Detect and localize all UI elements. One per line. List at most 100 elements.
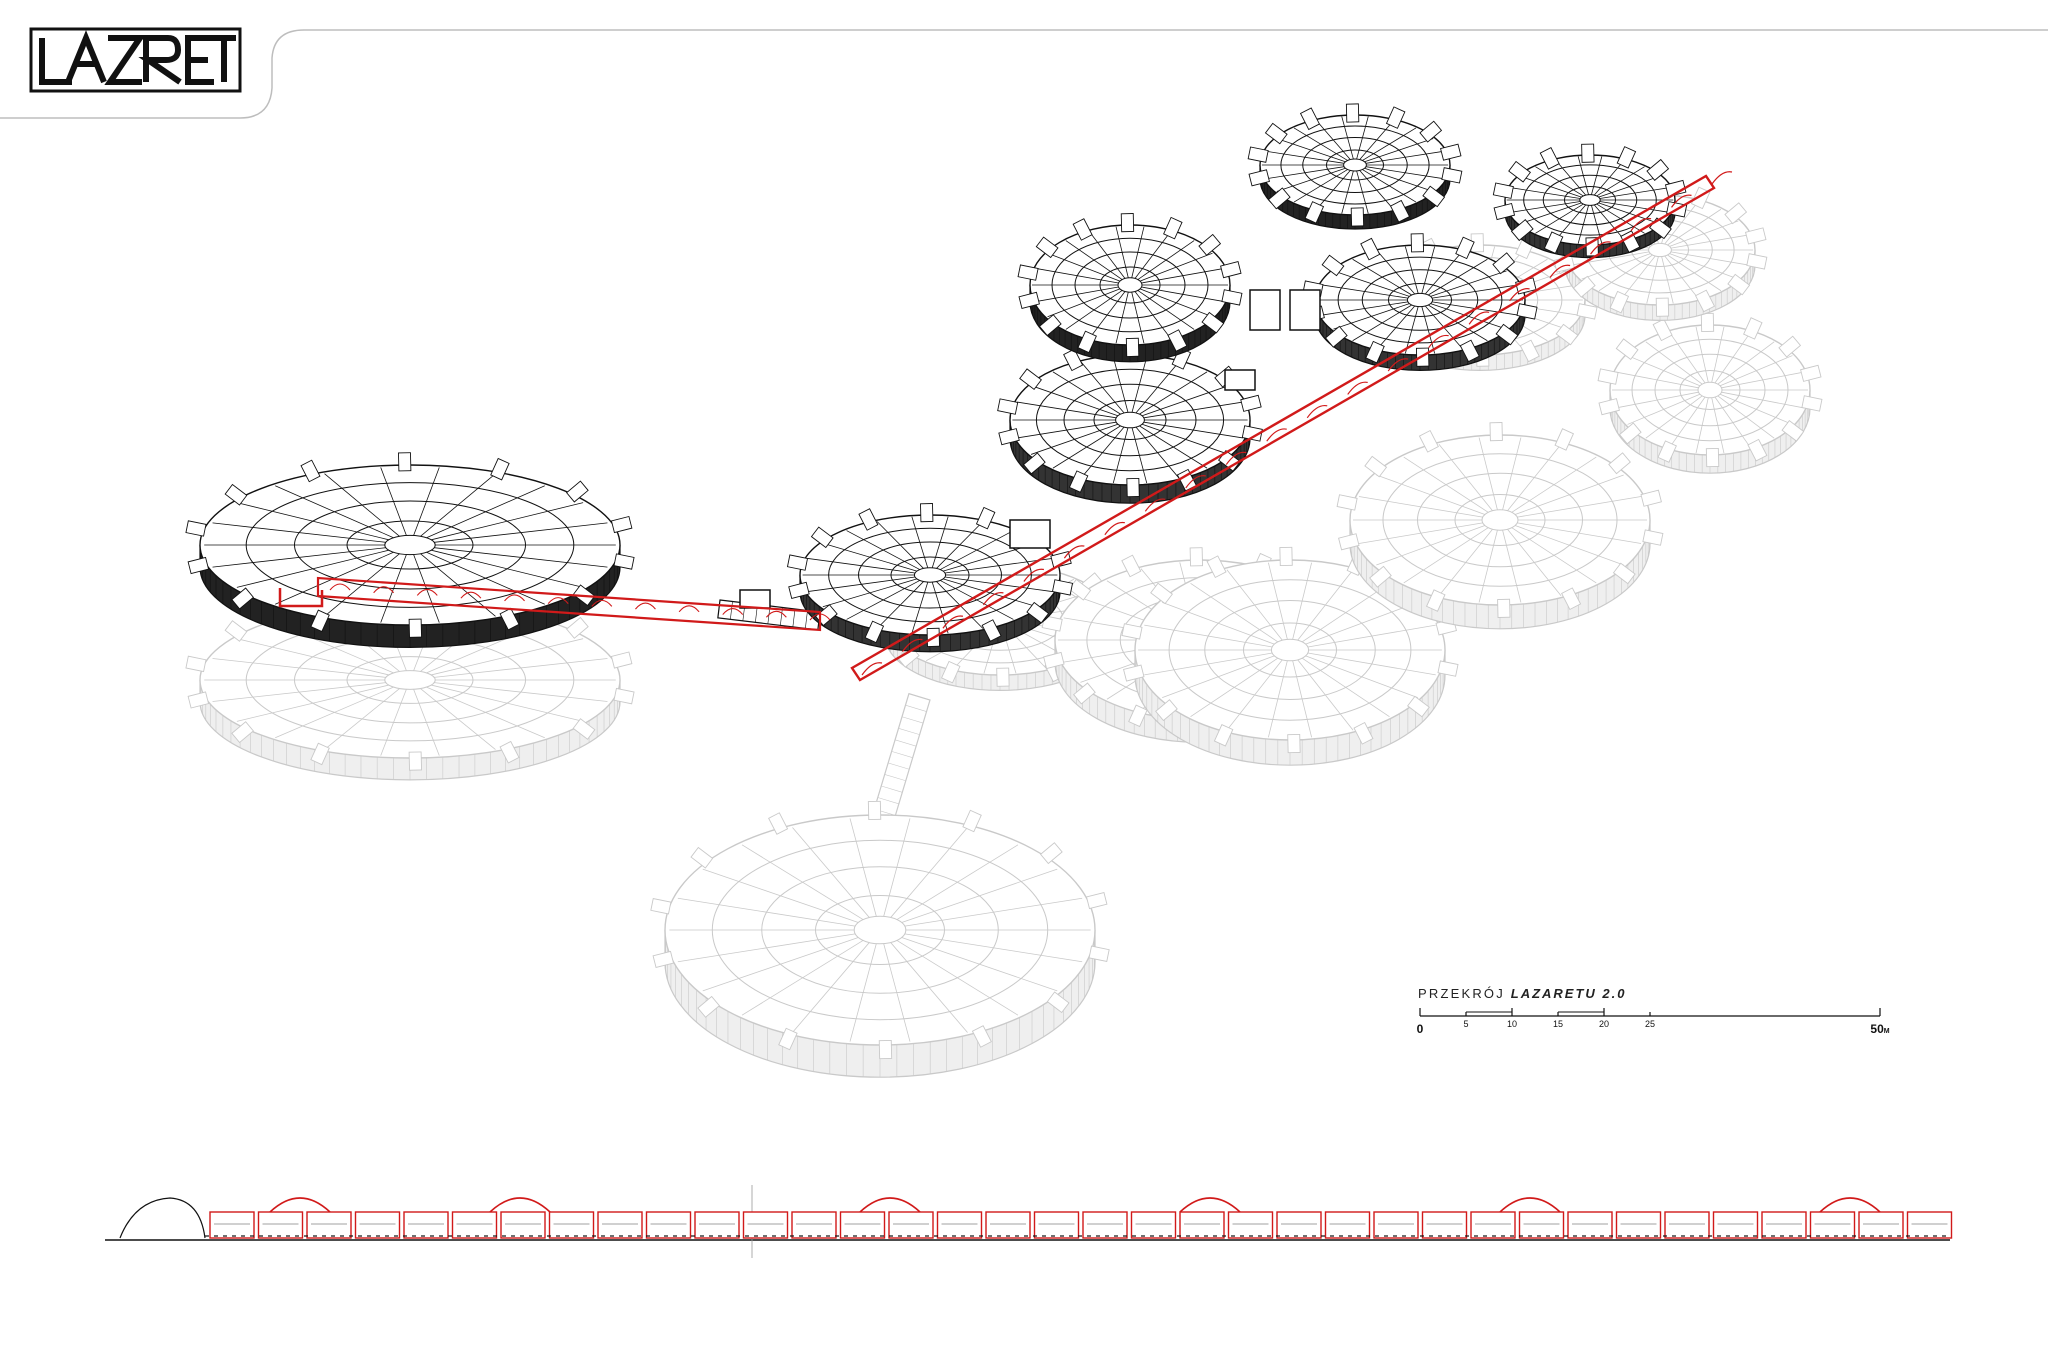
pod-spoke: [1162, 601, 1275, 645]
pod-module: [786, 554, 809, 571]
pod-module: [1279, 546, 1293, 567]
pod-spoke: [849, 943, 877, 1042]
pod-spoke: [1376, 474, 1485, 515]
pod-module: [1492, 252, 1516, 275]
pod-spoke: [822, 578, 917, 608]
pod-module: [996, 667, 1010, 687]
section-vault: [1179, 1197, 1241, 1213]
lazaret-logo-icon: [29, 27, 242, 93]
pod-module: [1198, 233, 1222, 256]
section-arch: [504, 594, 525, 602]
corridor-hatch: [792, 608, 796, 627]
pod-spoke: [1141, 385, 1230, 417]
pod-module: [788, 581, 810, 599]
pod-module: [1035, 236, 1059, 259]
pod-module: [1705, 447, 1720, 468]
pod-spoke: [1065, 240, 1123, 280]
caption-title: LAZARETU 2.0: [1510, 986, 1627, 1001]
section-room: [1858, 1211, 1904, 1239]
section-arch: [982, 592, 1004, 606]
corridor-hatch: [881, 785, 903, 793]
pod-spoke: [1421, 306, 1436, 354]
pod-spoke: [1670, 234, 1750, 249]
pod-module: [690, 846, 714, 869]
pod-spoke: [212, 547, 386, 568]
section-arch: [1468, 311, 1490, 325]
ghost-pod-far-east: [1597, 312, 1823, 474]
pod-spoke: [1593, 159, 1625, 196]
connector-block: [1009, 519, 1051, 549]
section-vault: [1819, 1197, 1881, 1213]
pod-spoke: [1115, 226, 1129, 278]
pod-module: [1747, 438, 1768, 462]
pod-spoke: [1365, 166, 1445, 180]
pod-spoke: [1428, 304, 1488, 342]
pod-spoke: [1131, 226, 1145, 278]
pod-spoke: [1267, 660, 1288, 738]
pod-module: [1220, 261, 1242, 279]
pod-spoke: [1364, 167, 1434, 192]
section-arch: [1023, 568, 1045, 582]
section-segment-diagonal: [850, 174, 1716, 682]
section-arch: [942, 615, 964, 629]
pod-spoke: [1141, 286, 1225, 302]
section-room: [257, 1211, 304, 1239]
pod-spoke: [1598, 254, 1653, 292]
pod-spoke: [936, 521, 984, 569]
section-line: [278, 171, 1733, 682]
section-room: [1421, 1211, 1468, 1239]
pod-module: [1085, 891, 1108, 910]
pod-module: [499, 740, 520, 764]
pod-module: [1700, 312, 1715, 333]
pod-spoke: [1035, 286, 1119, 302]
pod-spoke: [1517, 522, 1642, 544]
connector-block: [1224, 369, 1256, 391]
pod-spoke: [1333, 270, 1410, 297]
pod-spoke: [1017, 421, 1117, 439]
pod-spoke: [1356, 170, 1369, 214]
pod-spoke: [883, 943, 911, 1042]
pod-spoke: [846, 580, 920, 620]
pod-module: [408, 618, 423, 638]
pod-module: [971, 1025, 992, 1048]
pod-spoke: [1507, 529, 1562, 597]
pod-spoke: [876, 521, 924, 569]
scale-end-value: 50: [1870, 1022, 1884, 1036]
pod-spoke: [1599, 187, 1670, 199]
pod-module: [1608, 452, 1631, 475]
pod-spoke: [1137, 290, 1195, 330]
pod-spoke: [1502, 437, 1522, 511]
pod-spoke: [1141, 423, 1230, 455]
pod-spoke: [1577, 205, 1589, 244]
section-dome-end: [119, 1197, 206, 1239]
pod-module: [867, 800, 882, 821]
caption-prefix: PRZEKRÓJ: [1418, 986, 1505, 1001]
pod-spoke: [1162, 655, 1275, 699]
pod-spoke: [1621, 255, 1656, 300]
pod-spoke: [1143, 401, 1243, 419]
pod-module: [1746, 253, 1768, 270]
pod-spoke: [1321, 284, 1408, 299]
pod-spoke: [1301, 583, 1390, 643]
pod-spoke: [807, 576, 916, 592]
pod-spoke: [236, 549, 389, 588]
scale-tick-label: 5: [1463, 1019, 1469, 1029]
section-room: [548, 1211, 595, 1239]
pod-northeast: [1492, 143, 1688, 259]
pod-spoke: [1265, 150, 1345, 164]
pod-spoke: [1511, 527, 1597, 584]
pod-module: [1201, 311, 1225, 334]
pod-module: [1068, 470, 1089, 493]
corridor-hatch: [908, 693, 931, 701]
pod-spoke: [413, 689, 440, 756]
pod-spoke: [1305, 601, 1418, 645]
pod-spoke: [1139, 252, 1213, 282]
section-room: [936, 1211, 983, 1239]
pod-module: [1345, 103, 1360, 123]
pod-module: [1043, 651, 1065, 670]
pod-spoke: [380, 554, 407, 623]
pod-spoke: [1645, 341, 1703, 385]
pod-spoke: [1668, 396, 1706, 449]
pod-spoke: [1297, 569, 1354, 641]
